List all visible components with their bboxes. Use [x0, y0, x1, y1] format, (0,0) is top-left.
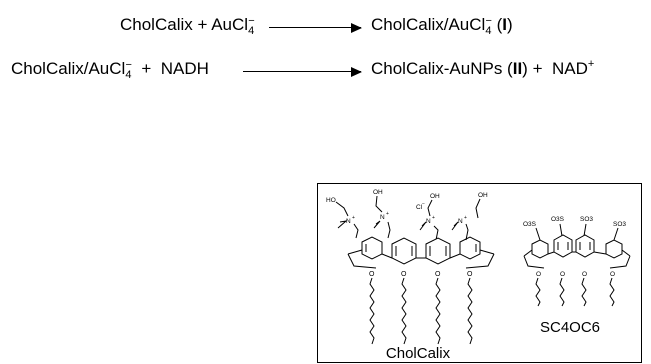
ether-o-label: O: [536, 271, 541, 278]
product-nad: NAD: [551, 59, 588, 78]
cholcalix-name-label: CholCalix: [386, 345, 451, 362]
sulfonate-label: O3S: [551, 216, 565, 223]
charge-plus: +: [587, 58, 595, 70]
reaction-arrow-1: [269, 22, 362, 33]
ammonium-n-label: N: [380, 214, 385, 221]
ammonium-n-label: N: [426, 218, 431, 225]
subscript-4: 4: [485, 25, 492, 37]
sulfonate-label: O3S: [523, 221, 537, 228]
structures-panel: HO OH OH OH N + N + Cl − N + N +: [317, 183, 642, 363]
ether-o-label: O: [582, 271, 587, 278]
charge-plus: +: [352, 215, 355, 221]
ether-o-label: O: [560, 271, 565, 278]
ammonium-n-label: N: [458, 218, 463, 225]
sc4oc6-name-label: SC4OC6: [540, 319, 600, 336]
reactant-complex: CholCalix/AuCl: [11, 59, 126, 78]
subscript-4: 4: [248, 25, 255, 37]
reaction-1: CholCalix + AuCl4−: [120, 15, 255, 37]
charge-minus: −: [125, 59, 132, 71]
cholcalix-structure: HO OH OH OH N + N + Cl − N + N +: [326, 189, 495, 345]
plus-sign: +: [141, 59, 152, 78]
compound-label-i: I: [502, 15, 508, 34]
charge-minus: −: [248, 15, 255, 27]
charge-plus: +: [464, 215, 467, 221]
plus-sign: +: [197, 15, 208, 34]
head-group-label: OH: [478, 192, 488, 199]
reaction-arrow-2: [243, 66, 362, 77]
product-complex: CholCalix/AuCl: [371, 15, 486, 34]
reactant-aucl4: AuCl: [211, 15, 249, 34]
reaction-2-product: CholCalix-AuNPs (II) + NAD+: [371, 58, 595, 78]
sulfonate-label: SO3: [613, 221, 626, 228]
reactant-nadh: NADH: [160, 59, 209, 78]
plus-sign: +: [532, 59, 543, 78]
charge-plus: +: [432, 215, 435, 221]
sulfonate-label: SO3: [580, 216, 593, 223]
ammonium-n-label: N: [346, 218, 351, 225]
ether-o-label: O: [435, 271, 441, 278]
ether-o-label: O: [401, 271, 407, 278]
head-group-label: HO: [326, 197, 336, 204]
reaction-1-product: CholCalix/AuCl4− (I): [371, 15, 513, 37]
ether-o-label: O: [610, 271, 615, 278]
structures-drawing: HO OH OH OH N + N + Cl − N + N +: [326, 189, 631, 362]
reactant-cholcalix: CholCalix: [120, 15, 193, 34]
charge-plus: +: [386, 211, 389, 217]
chloride-label: Cl: [416, 204, 423, 211]
head-group-label: OH: [430, 193, 440, 200]
subscript-4: 4: [125, 69, 132, 81]
sc4oc6-structure: O3S O3S SO3 SO3 O O O O: [523, 216, 631, 307]
charge-minus: −: [422, 201, 425, 207]
compound-label-ii: II: [512, 59, 523, 78]
ether-o-label: O: [467, 271, 473, 278]
product-aunps: CholCalix-AuNPs: [371, 59, 503, 78]
head-group-label: OH: [373, 189, 383, 196]
charge-minus: −: [485, 15, 492, 27]
ether-o-label: O: [369, 271, 375, 278]
reaction-2: CholCalix/AuCl4− + NADH: [11, 59, 209, 81]
